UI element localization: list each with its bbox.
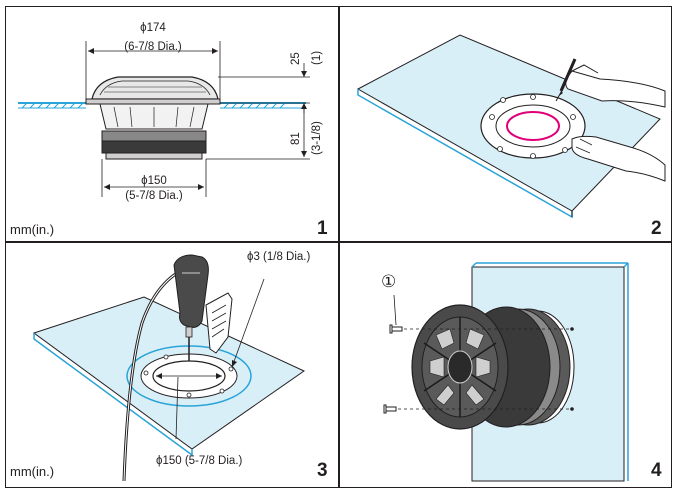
panel-3-cutting: ϕ3 (1/8 Dia.) ϕ150 (5-7/8 Dia.) mm(in.) … [6, 243, 338, 487]
depth-mm: 81 [290, 132, 302, 145]
height-above-in: (1) [311, 50, 323, 65]
cutout-diameter-label: ϕ150 (5-7/8 Dia.) [156, 455, 243, 467]
panel-4-mounting: ① 4 [340, 243, 671, 487]
step-number: 3 [317, 460, 328, 481]
template-marking-drawing [356, 34, 666, 219]
panel-1-dimensions: ϕ174 (6-7/8 Dia.) ϕ150 (5-7/8 Dia.) 25 (… [6, 7, 338, 241]
outer-diameter-label: ϕ174 (6-7/8 Dia.) [113, 22, 193, 54]
vertical-divider [338, 6, 340, 488]
basket-diameter-mm: ϕ150 [141, 175, 167, 187]
hole-diameter-label: ϕ3 (1/8 Dia.) [247, 251, 311, 263]
horizontal-divider [5, 241, 672, 243]
step-number: 2 [651, 218, 662, 239]
height-above-mm: 25 [290, 52, 302, 65]
panel-2-marking: 2 [340, 7, 671, 241]
depth-in: (3-1/8) [311, 121, 323, 155]
outer-diameter-in: (6-7/8 Dia.) [124, 41, 182, 54]
basket-diameter-label: ϕ150 (5-7/8 Dia.) [114, 175, 194, 203]
speaker-side-view-drawing [18, 41, 310, 197]
basket-diameter-in: (5-7/8 Dia.) [125, 190, 183, 203]
screw-callout: ① [381, 272, 397, 291]
unit-label: mm(in.) [10, 222, 55, 237]
step-number: 4 [651, 460, 662, 481]
speaker-mounting-drawing [383, 262, 629, 482]
unit-label: mm(in.) [10, 464, 55, 479]
outer-diameter-mm: ϕ174 [140, 22, 166, 34]
cutout-drilling-drawing [32, 254, 306, 482]
step-number: 1 [317, 218, 328, 239]
